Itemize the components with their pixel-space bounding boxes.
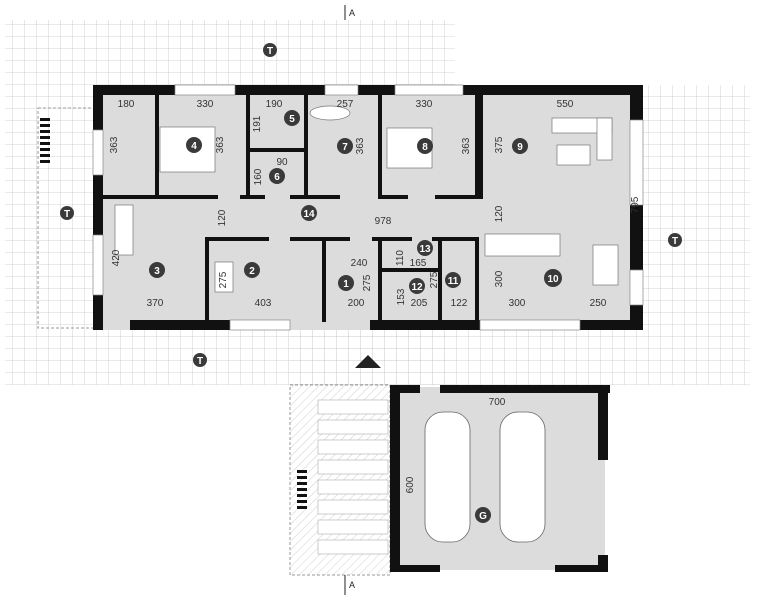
svg-text:370: 370 bbox=[147, 298, 164, 309]
room-9: 9 bbox=[512, 138, 528, 154]
svg-text:120: 120 bbox=[494, 205, 505, 222]
svg-text:275: 275 bbox=[429, 271, 440, 288]
room-10: 10 bbox=[544, 269, 562, 287]
svg-text:14: 14 bbox=[303, 209, 315, 220]
svg-text:120: 120 bbox=[217, 209, 228, 226]
svg-text:12: 12 bbox=[411, 282, 423, 293]
section-mark-bottom: A bbox=[349, 580, 355, 590]
room-badges: 1 2 3 4 5 6 7 8 9 10 11 12 13 14 G T T T… bbox=[60, 43, 682, 523]
svg-text:G: G bbox=[479, 511, 487, 522]
room-11: 11 bbox=[445, 272, 461, 288]
svg-text:11: 11 bbox=[448, 276, 459, 287]
terrace-badge-left: T bbox=[60, 206, 74, 220]
svg-text:4: 4 bbox=[191, 141, 197, 152]
windows bbox=[92, 84, 644, 331]
garage-walls bbox=[390, 385, 610, 572]
svg-text:6: 6 bbox=[274, 172, 280, 183]
svg-text:300: 300 bbox=[509, 298, 526, 309]
svg-text:363: 363 bbox=[355, 137, 366, 154]
room-14: 14 bbox=[301, 205, 317, 221]
svg-text:3: 3 bbox=[154, 266, 160, 277]
svg-text:403: 403 bbox=[255, 298, 272, 309]
svg-text:700: 700 bbox=[489, 397, 506, 408]
svg-text:191: 191 bbox=[252, 115, 263, 132]
steps-left bbox=[40, 118, 50, 163]
room-4: 4 bbox=[186, 137, 202, 153]
svg-text:7: 7 bbox=[342, 142, 348, 153]
svg-text:190: 190 bbox=[266, 99, 283, 110]
svg-text:205: 205 bbox=[411, 298, 428, 309]
dimension-labels: 180 330 190 257 330 550 363 363 191 90 1… bbox=[109, 99, 641, 493]
svg-text:330: 330 bbox=[416, 99, 433, 110]
svg-text:1: 1 bbox=[343, 279, 349, 290]
svg-text:122: 122 bbox=[451, 298, 468, 309]
svg-text:420: 420 bbox=[111, 249, 122, 266]
room-6: 6 bbox=[269, 168, 285, 184]
garage-badge: G bbox=[475, 507, 491, 523]
driveway-stripes bbox=[317, 399, 389, 555]
svg-text:600: 600 bbox=[405, 476, 416, 493]
svg-text:275: 275 bbox=[218, 271, 229, 288]
steps-front bbox=[297, 470, 307, 509]
svg-text:330: 330 bbox=[197, 99, 214, 110]
room-5: 5 bbox=[284, 110, 300, 126]
svg-text:363: 363 bbox=[109, 136, 120, 153]
svg-text:300: 300 bbox=[494, 270, 505, 287]
svg-text:180: 180 bbox=[118, 99, 135, 110]
svg-text:T: T bbox=[672, 236, 678, 247]
terrace-front bbox=[290, 330, 610, 385]
cars bbox=[424, 411, 546, 543]
room-12: 12 bbox=[409, 278, 425, 294]
svg-text:2: 2 bbox=[249, 266, 255, 277]
svg-text:250: 250 bbox=[590, 298, 607, 309]
svg-text:5: 5 bbox=[289, 114, 295, 125]
svg-text:165: 165 bbox=[410, 258, 427, 269]
room-1: 1 bbox=[338, 275, 354, 291]
room-13: 13 bbox=[417, 240, 433, 256]
svg-text:160: 160 bbox=[253, 168, 264, 185]
svg-text:257: 257 bbox=[337, 99, 354, 110]
svg-text:T: T bbox=[267, 46, 273, 57]
svg-text:200: 200 bbox=[348, 298, 365, 309]
section-mark-top: A bbox=[349, 8, 355, 18]
terrace-badge-bottom: T bbox=[193, 353, 207, 367]
svg-text:90: 90 bbox=[276, 157, 288, 168]
garage-floor bbox=[392, 387, 605, 570]
svg-text:240: 240 bbox=[351, 258, 368, 269]
svg-text:363: 363 bbox=[461, 137, 472, 154]
svg-text:550: 550 bbox=[557, 99, 574, 110]
svg-text:T: T bbox=[197, 356, 203, 367]
svg-text:13: 13 bbox=[419, 244, 431, 255]
terrace-badge-right: T bbox=[668, 233, 682, 247]
svg-text:795: 795 bbox=[630, 196, 641, 213]
svg-text:T: T bbox=[64, 209, 70, 220]
room-7: 7 bbox=[337, 138, 353, 154]
svg-text:363: 363 bbox=[215, 136, 226, 153]
room-8: 8 bbox=[417, 138, 433, 154]
room-2: 2 bbox=[244, 262, 260, 278]
svg-text:10: 10 bbox=[547, 274, 559, 285]
svg-text:978: 978 bbox=[375, 216, 392, 227]
svg-text:9: 9 bbox=[517, 142, 523, 153]
room-3: 3 bbox=[149, 262, 165, 278]
svg-text:110: 110 bbox=[395, 250, 406, 266]
svg-text:153: 153 bbox=[396, 288, 407, 305]
svg-text:375: 375 bbox=[494, 136, 505, 153]
entrance-arrow-icon bbox=[355, 355, 381, 368]
svg-text:275: 275 bbox=[362, 274, 373, 291]
terrace-badge-top: T bbox=[263, 43, 277, 57]
svg-text:8: 8 bbox=[422, 142, 428, 153]
